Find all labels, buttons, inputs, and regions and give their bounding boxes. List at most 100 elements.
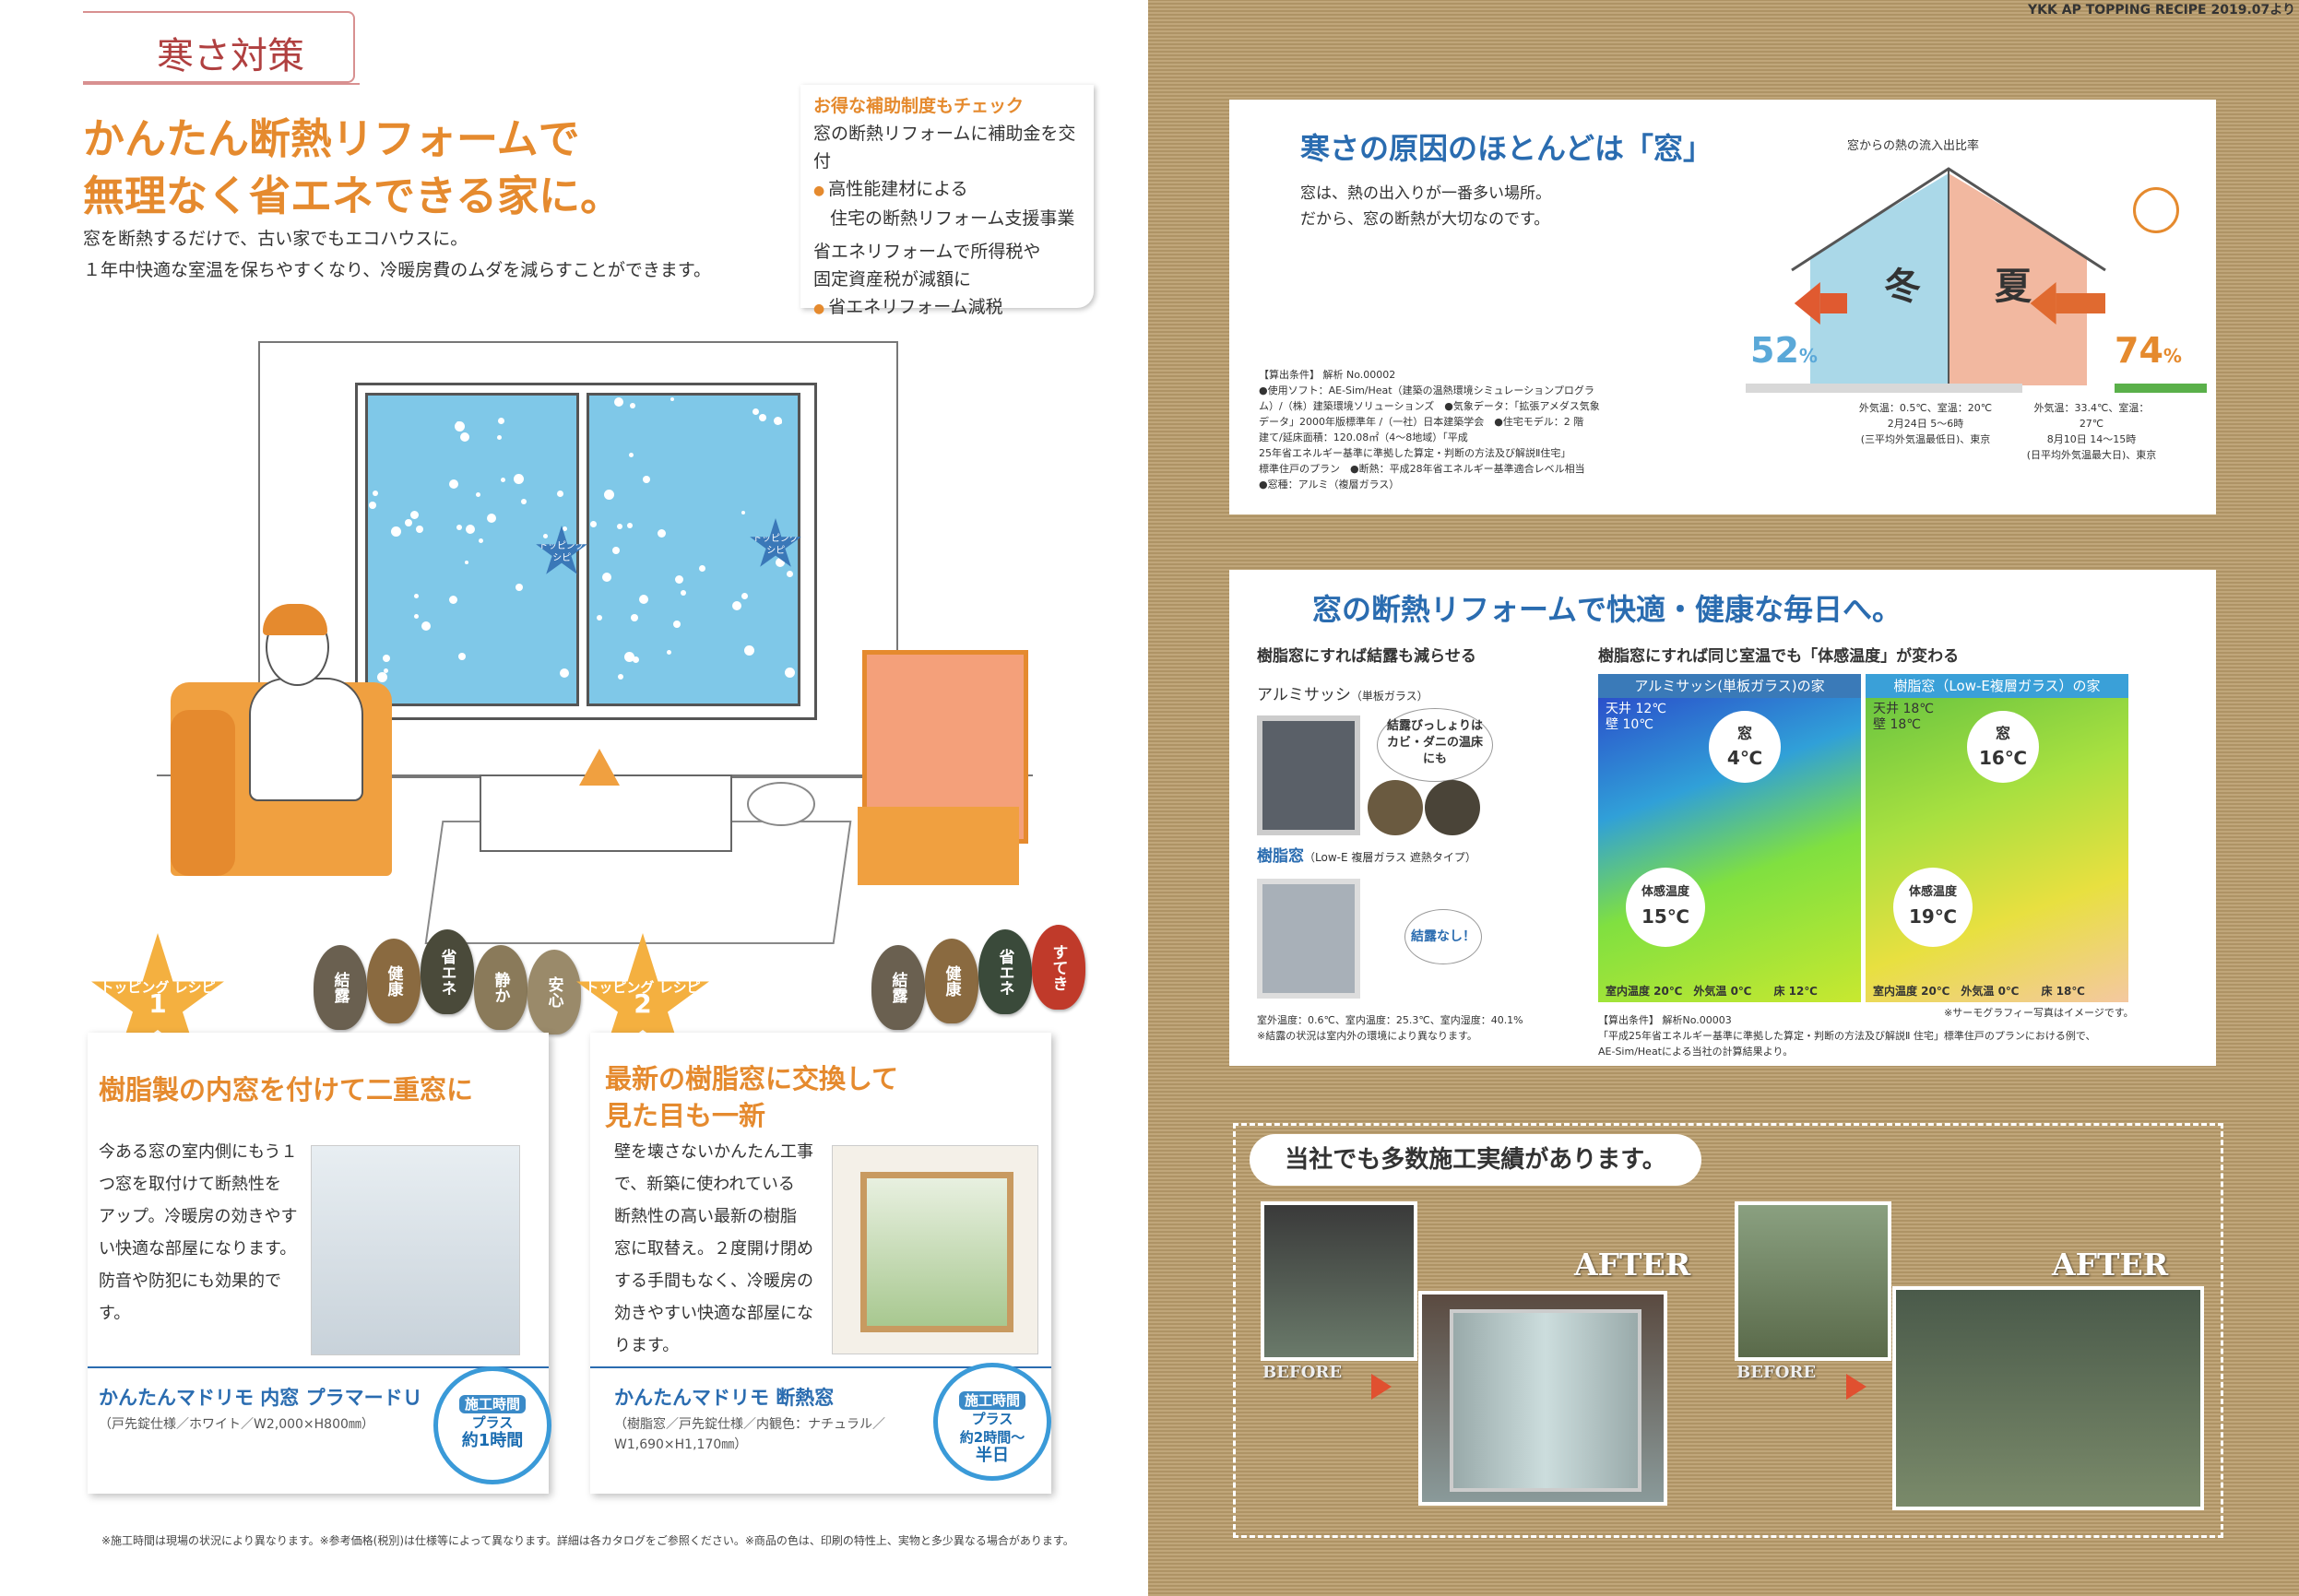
- heat-arrow-bar-winter: [1819, 293, 1847, 313]
- thermography-note: ※サーモグラフィー写真はイメージです。: [1944, 1007, 2134, 1019]
- before-photo-1: [1261, 1201, 1417, 1361]
- heat-flow-chart: [1791, 167, 2106, 385]
- resin-window-photo: [832, 1145, 1038, 1354]
- subsidy-title: お得な補助制度もチェック: [813, 96, 1025, 116]
- recipe-2-product: かんたんマドリモ 断熱窓: [614, 1387, 835, 1409]
- snowflake-icon: [416, 526, 423, 533]
- snowflake-icon: [732, 601, 741, 610]
- snowflake-icon: [514, 474, 524, 484]
- subsidy-bullet-2: ●省エネリフォーム減税: [813, 297, 1003, 317]
- cause-panel: 寒さの原因のほとんどは「窓」 窓は、熱の出入りが一番多い場所。 だから、窓の断熱…: [1229, 100, 2216, 514]
- snowflake-icon: [458, 653, 466, 660]
- tag-underline: [83, 83, 360, 85]
- feel-temp-head: 樹脂窓にすれば同じ室温でも「体感温度」が変わる: [1598, 647, 1960, 666]
- before-label-1: BEFORE: [1262, 1363, 1343, 1382]
- snowflake-icon: [776, 558, 785, 567]
- person-hair-illustration: [263, 604, 327, 635]
- spoon-icon: 結露: [314, 945, 367, 1030]
- snowflake-icon: [753, 408, 759, 415]
- snowflake-icon: [741, 593, 748, 599]
- snowflake-icon: [627, 523, 633, 528]
- ground-strip: [1746, 384, 2022, 393]
- snowflake-icon: [479, 538, 483, 543]
- section-tag: 寒さ対策: [83, 11, 355, 83]
- snowflake-icon: [667, 650, 671, 655]
- after-photo-2: [1892, 1286, 2204, 1510]
- source-header: YKK AP TOPPING RECIPE 2019.07より: [2028, 3, 2295, 18]
- left-footnote: ※施工時間は現場の状況により異なります。※参考価格(税別)は仕様等によって異なり…: [101, 1534, 1074, 1547]
- snowflake-icon: [643, 476, 650, 483]
- no-condensation-bubble: 結露なし！: [1404, 909, 1482, 964]
- case-study-frame: [1233, 1123, 2223, 1538]
- snowflake-icon: [560, 668, 569, 678]
- page-headline: かんたん断熱リフォームで 無理なく省エネできる家に。: [83, 111, 784, 225]
- tree-ornament-icon: [579, 749, 620, 786]
- after-label-1: AFTER: [1574, 1247, 1691, 1283]
- snowflake-icon: [614, 397, 623, 407]
- alu-sash-label: アルミサッシ（単板ガラス）: [1257, 686, 1428, 704]
- snowflake-icon: [602, 573, 611, 582]
- recipe-1-product: かんたんマドリモ 内窓 プラマードＵ: [99, 1387, 422, 1409]
- subsidy-line-2b: 固定資産税が減額に: [813, 269, 972, 290]
- alu-bottom-temps: 室内温度 20℃ 外気温 0℃ 床 12℃: [1606, 985, 1818, 998]
- snowflake-icon: [774, 417, 782, 425]
- snowflake-icon: [759, 414, 766, 421]
- spoon-icon: 結露: [871, 945, 925, 1030]
- snowflake-icon: [410, 511, 419, 519]
- heat-arrow-bar-summer: [2056, 293, 2105, 313]
- alu-glass-photo: [1257, 715, 1360, 835]
- resin-surface-temps: 天井 18℃ 壁 18℃: [1873, 702, 1934, 732]
- snowflake-icon: [787, 571, 793, 577]
- window-illustration: [355, 383, 817, 720]
- clock-icon: 施工時間 プラス 約2時間～ 半日: [933, 1363, 1051, 1481]
- snowflake-icon: [557, 491, 563, 497]
- condensation-head: 樹脂窓にすれば結露も減らせる: [1257, 647, 1476, 666]
- summer-wall: [1949, 173, 2087, 385]
- after-label-2: AFTER: [2052, 1247, 2169, 1283]
- mite-photo: [1425, 780, 1480, 835]
- chart-caption: 窓からの熱の流入出比率: [1847, 139, 1980, 153]
- snowflake-icon: [631, 614, 638, 621]
- cause-conditions: 【算出条件】 解析 No.00002 ●使用ソフト：AE-Sim/Heat（建築…: [1259, 369, 1600, 491]
- snowflake-icon: [498, 418, 504, 424]
- snowflake-icon: [670, 397, 674, 401]
- snowflake-icon: [629, 453, 634, 457]
- snowflake-icon: [604, 490, 614, 500]
- intro-line-2: １年中快適な室温を保ちやすくなり、冷暖房費のムダを減らすことができます。: [83, 260, 711, 280]
- snowflake-icon: [673, 621, 681, 628]
- snowflake-icon: [460, 432, 469, 442]
- snowflake-icon: [476, 492, 480, 497]
- after-photo-1: [1418, 1291, 1667, 1506]
- bullet-icon: ●: [813, 301, 825, 316]
- recipe-card-1: 樹脂製の内窓を付けて二重窓に 今ある窓の室内側にもう１ つ窓を取付けて断熱性を …: [88, 1033, 549, 1494]
- snowflake-icon: [675, 575, 683, 584]
- case-study-banner: 当社でも多数施工実績があります。: [1250, 1134, 1701, 1186]
- snowflake-icon: [597, 615, 602, 621]
- chart-bars: [1794, 282, 2105, 325]
- snowflake-icon: [384, 668, 388, 673]
- recipe-1-product-spec: （戸先錠仕様／ホワイト／W2,000×H800㎜）: [99, 1417, 374, 1432]
- snowflake-icon: [373, 491, 378, 496]
- recipe-2-product-spec: （樹脂窓／戸先錠仕様／内観色：ナチュラル／ W1,690×H1,170㎜）: [614, 1417, 885, 1452]
- headline-line-2: 無理なく省エネできる家に。: [83, 171, 622, 220]
- snowflake-icon: [405, 519, 412, 526]
- snowflake-icon: [501, 478, 505, 482]
- spoon-icon: 安心: [527, 950, 581, 1034]
- reform-title: 窓の断熱リフォームで快適・健康な毎日へ。: [1312, 592, 1902, 627]
- clock-icon: 施工時間 プラス 約1時間: [433, 1366, 551, 1484]
- condensation-bubble: 結露びっしょりはカビ・ダニの温床にも: [1377, 708, 1493, 782]
- snowflake-icon: [543, 534, 548, 538]
- resin-glass-photo: [1257, 879, 1360, 999]
- left-page: 寒さ対策 かんたん断熱リフォームで 無理なく省エネできる家に。 窓を断熱するだけ…: [0, 0, 1148, 1596]
- window-pane-right: [587, 393, 800, 706]
- snowflake-icon: [699, 565, 705, 572]
- spoon-icon: 健康: [925, 939, 978, 1023]
- snowflake-icon: [612, 547, 620, 554]
- snowflake-icon: [414, 614, 419, 619]
- snowflake-icon: [639, 595, 648, 604]
- arrow-right-icon: [1846, 1374, 1866, 1400]
- window-frame: [860, 1172, 1013, 1332]
